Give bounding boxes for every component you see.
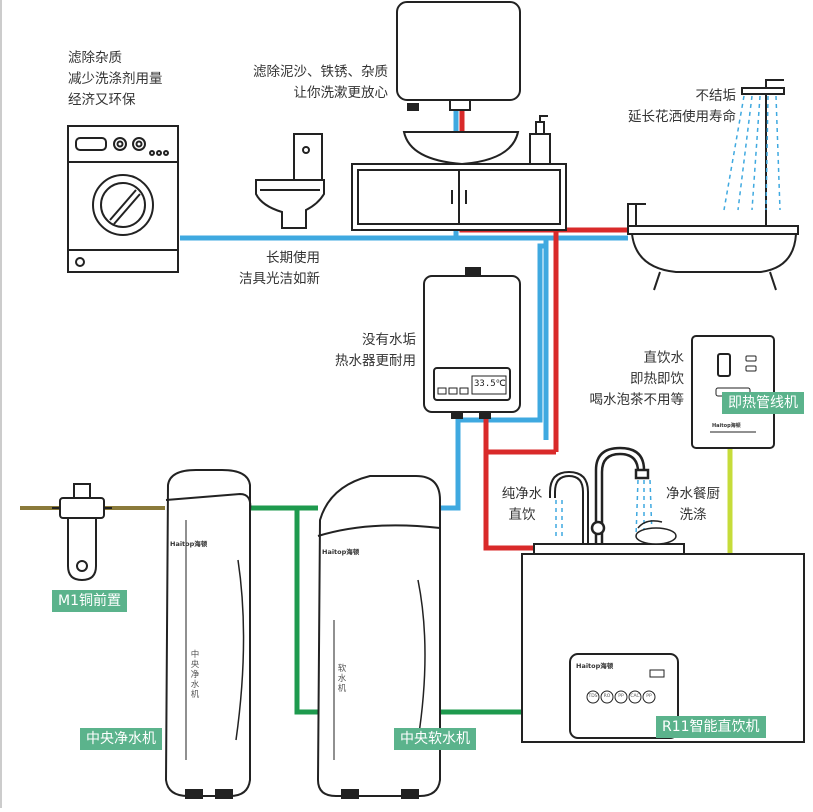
- shower-caption: 不结垢 延长花洒使用寿命: [600, 86, 736, 128]
- caption-line: 直饮: [508, 507, 536, 523]
- basin-cabinet-icon: [351, 115, 567, 231]
- caption-line: 净水餐厨: [666, 486, 720, 502]
- storage-heater-icon: [396, 1, 521, 111]
- pure-water-faucet-icon: [549, 470, 589, 544]
- caption-line: 让你洗漱更放心: [293, 85, 389, 101]
- r11-brand: Haitop海顿: [576, 662, 614, 670]
- r11-machine-icon: [569, 653, 679, 739]
- dishes-icon: [635, 520, 677, 545]
- heater-temperature-display: 33.5℃: [474, 379, 506, 389]
- r11-button-label: CAC: [630, 694, 640, 699]
- caption-line: 直饮水: [643, 350, 685, 366]
- pipeline-brand: Haitop海顿: [712, 423, 741, 429]
- caption-line: 滤除杂质: [68, 50, 122, 66]
- washing-machine-icon: [67, 125, 179, 273]
- central-softener-tag: 中央软水机: [394, 728, 476, 750]
- kitchen-faucet-icon: [590, 446, 650, 544]
- r11-button-label: PP: [618, 694, 624, 699]
- caption-line: 即热即饮: [630, 371, 684, 387]
- purifier-brand: Haitop海顿: [170, 540, 208, 548]
- toilet-icon: [255, 133, 325, 229]
- prefilter-icon: [52, 483, 112, 582]
- caption-line: 喝水泡茶不用等: [589, 392, 685, 408]
- heater-caption: 没有水垢 热水器更耐用: [300, 330, 416, 372]
- hot-pipe-kitchen: [483, 412, 598, 551]
- caption-line: 经济又环保: [68, 92, 136, 108]
- wall-heater-icon: [423, 267, 521, 419]
- shower-spray: [723, 95, 781, 211]
- faucet-spray: [555, 479, 653, 540]
- toilet-caption: 长期使用 洁具光洁如新: [210, 248, 320, 290]
- caption-line: 纯净水: [501, 486, 543, 502]
- caption-line: 滤除泥沙、铁锈、杂质: [253, 64, 388, 80]
- prefilter-tag: M1铜前置: [52, 590, 127, 612]
- soft-pipe-branch: [294, 508, 318, 715]
- kitchen-tap-caption: 净水餐厨 洗涤: [660, 484, 726, 526]
- basin-caption: 滤除泥沙、铁锈、杂质 让你洗漱更放心: [228, 62, 388, 104]
- bathtub-icon: [627, 203, 799, 291]
- caption-line: 延长花洒使用寿命: [628, 109, 736, 125]
- washer-caption: 滤除杂质 减少洗涤剂用量 经济又环保: [68, 48, 163, 111]
- softener-brand: Haitop海顿: [322, 548, 360, 556]
- caption-line: 洗涤: [679, 507, 707, 523]
- pipeline-machine-tag: 即热管线机: [722, 392, 804, 414]
- pure-tap-caption: 纯净水 直饮: [494, 484, 550, 526]
- softener-vertical-label: 软水机: [337, 664, 347, 694]
- caption-line: 长期使用: [266, 250, 320, 266]
- caption-line: 洁具光洁如新: [239, 271, 320, 287]
- r11-tag: R11智能直饮机: [656, 716, 766, 738]
- caption-line: 不结垢: [695, 88, 737, 104]
- caption-line: 减少洗涤剂用量: [68, 71, 163, 87]
- r11-button-label: TDS: [588, 694, 598, 699]
- caption-line: 没有水垢: [362, 332, 416, 348]
- r11-button-label: PP: [646, 694, 652, 699]
- purifier-vertical-label: 中央净水机: [190, 650, 200, 700]
- hot-drink-caption: 直饮水 即热即饮 喝水泡茶不用等: [572, 348, 685, 411]
- central-softener-icon: [316, 475, 441, 799]
- central-purifier-icon: [164, 469, 252, 799]
- central-purifier-tag: 中央净水机: [80, 728, 162, 750]
- caption-line: 热水器更耐用: [335, 353, 416, 369]
- cold-pipe-heater: [440, 243, 548, 511]
- r11-button-label: RO: [603, 694, 611, 699]
